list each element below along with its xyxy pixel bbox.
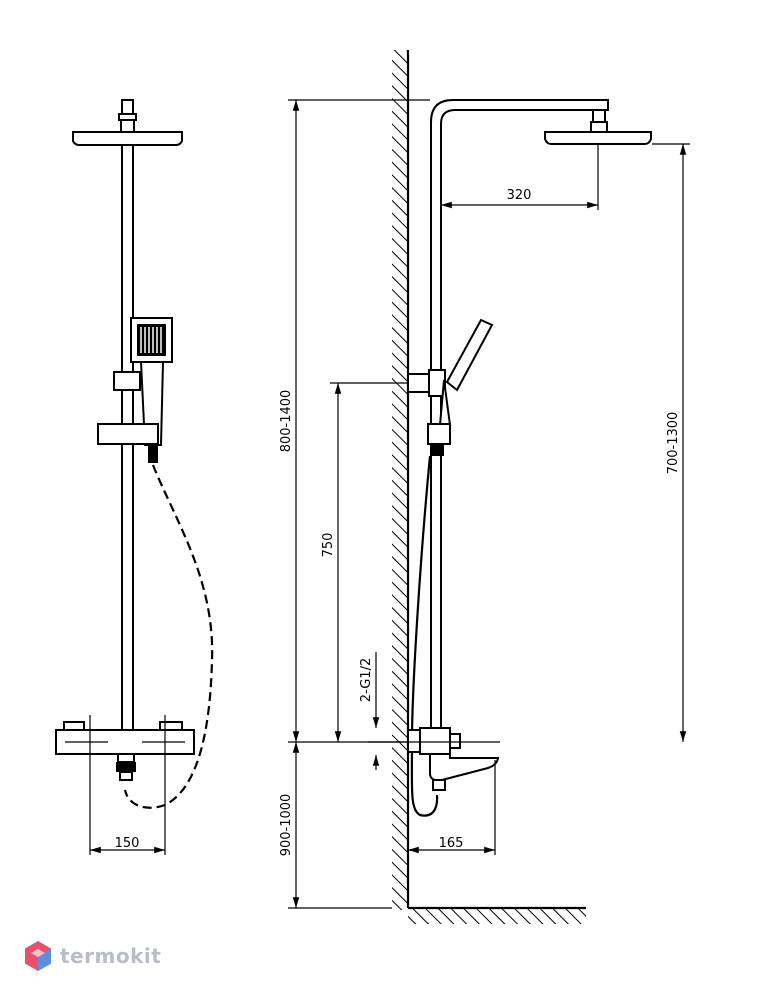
spout-side: [429, 753, 500, 782]
bracket-height-label: 750: [321, 533, 336, 558]
wall: [392, 50, 410, 910]
upper-bracket-front: [113, 371, 141, 391]
hand-shower-side: [445, 318, 494, 392]
mixer-height-label: 900-1000: [279, 794, 294, 857]
brand-logo-icon: [25, 941, 51, 971]
total-height-label: 800-1400: [279, 390, 294, 453]
connection-label: 2-G1/2: [359, 658, 374, 702]
floor: [408, 906, 586, 924]
slider-holder-front: [97, 423, 159, 445]
hose-front: [123, 464, 214, 809]
inlet-spacing-label: 150: [115, 836, 140, 851]
dimension-lines: [288, 99, 690, 909]
front-view: [55, 99, 214, 855]
spout-length-label: 165: [439, 836, 464, 851]
side-view: [407, 99, 652, 817]
shower-head-side: [544, 131, 652, 145]
brand-name: termokit: [60, 944, 162, 968]
arm-reach-label: 320: [507, 188, 532, 203]
brand-watermark: termokit: [24, 936, 161, 976]
slider-holder-side: [427, 423, 451, 445]
shower-head-front: [72, 131, 183, 146]
head-height-label: 700-1300: [666, 412, 681, 475]
mixer-side: [419, 727, 451, 755]
